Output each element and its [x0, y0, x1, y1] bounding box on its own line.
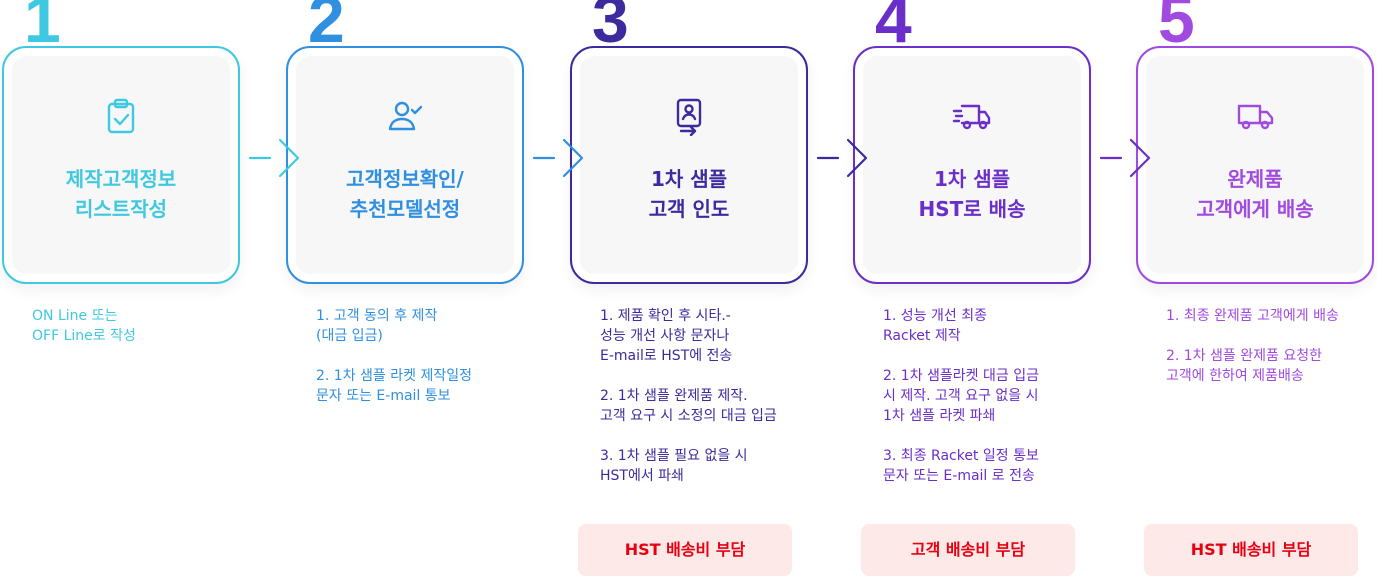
step-notes: ON Line 또는 OFF Line로 작성	[32, 306, 246, 366]
step-note: 1. 제품 확인 후 시타.- 성능 개선 사항 문자나 E-mail로 HST…	[600, 308, 733, 364]
step-note: 1. 최종 완제품 고객에게 배송	[1166, 308, 1339, 324]
step-number: 5	[1158, 0, 1195, 56]
step-title: 완제품 고객에게 배송	[1196, 167, 1314, 221]
flow-arrow-icon	[1097, 136, 1161, 180]
step-note: 2. 1차 샘플 라켓 제작일정 문자 또는 E-mail 통보	[316, 368, 472, 404]
handover-document-icon	[669, 96, 709, 136]
step-card: 1차 샘플 고객 인도	[570, 46, 808, 284]
delivery-truck-icon	[1235, 96, 1275, 136]
step-4: 4 1차 샘플 HST로 배송 1. 성능 개선 최종 Racket 제작 2. 1차…	[853, 0, 1097, 578]
flow-arrow-icon	[246, 136, 310, 180]
step-number: 3	[592, 0, 629, 56]
step-note: 3. 최종 Racket 일정 통보 문자 또는 E-mail 로 전송	[883, 448, 1039, 484]
step-note: 1. 고객 동의 후 제작 (대금 입금)	[316, 308, 438, 344]
step-card: 1차 샘플 HST로 배송	[853, 46, 1091, 284]
flow-arrow-icon	[814, 136, 878, 180]
step-notes: 1. 제품 확인 후 시타.- 성능 개선 사항 문자나 E-mail로 HST…	[600, 306, 814, 506]
step-note: 2. 1차 샘플 완제품 제작. 고객 요구 시 소정의 대금 입금	[600, 388, 777, 424]
shipping-cost-badge: 고객 배송비 부담	[861, 524, 1075, 576]
step-notes: 1. 최종 완제품 고객에게 배송 2. 1차 샘플 완제품 요청한 고객에 한하…	[1166, 306, 1377, 406]
flow-arrow-icon	[530, 136, 594, 180]
step-title: 고객정보확인/ 추천모델선정	[346, 167, 464, 221]
shipping-cost-badge: HST 배송비 부담	[578, 524, 792, 576]
step-card: 고객정보확인/ 추천모델선정	[286, 46, 524, 284]
step-number: 1	[24, 0, 61, 56]
step-2: 2 고객정보확인/ 추천모델선정 1. 고객 동의 후 제작 (대금 입금) 2. 1…	[286, 0, 530, 578]
user-check-icon	[385, 96, 425, 136]
step-note: 2. 1차 샘플라켓 대금 입금 시 제작. 고객 요구 없을 시 1차 샘플 …	[883, 368, 1039, 424]
step-1: 1 제작고객정보 리스트작성 ON Line 또는 OFF Line로 작성	[2, 0, 246, 578]
step-notes: 1. 고객 동의 후 제작 (대금 입금) 2. 1차 샘플 라켓 제작일정 문자…	[316, 306, 530, 426]
step-number: 2	[308, 0, 345, 56]
shipping-cost-badge: HST 배송비 부담	[1144, 524, 1358, 576]
step-note: 3. 1차 샘플 필요 없을 시 HST에서 파쇄	[600, 448, 748, 484]
step-notes: 1. 성능 개선 최종 Racket 제작 2. 1차 샘플라켓 대금 입금 시 …	[883, 306, 1097, 506]
step-note: 2. 1차 샘플 완제품 요청한 고객에 한하여 제품배송	[1166, 348, 1322, 384]
step-card: 완제품 고객에게 배송	[1136, 46, 1374, 284]
step-card: 제작고객정보 리스트작성	[2, 46, 240, 284]
fast-delivery-truck-icon	[952, 96, 992, 136]
clipboard-check-icon	[101, 96, 141, 136]
step-note: 1. 성능 개선 최종 Racket 제작	[883, 308, 987, 344]
step-5: 5 완제품 고객에게 배송 1. 최종 완제품 고객에게 배송 2. 1차 샘플 완제…	[1136, 0, 1377, 578]
step-number: 4	[875, 0, 912, 56]
step-title: 1차 샘플 HST로 배송	[918, 167, 1026, 221]
step-3: 3 1차 샘플 고객 인도 1. 제품 확인 후 시타.- 성능 개선 사항 문자나…	[570, 0, 814, 578]
step-title: 제작고객정보 리스트작성	[65, 167, 177, 221]
step-note: ON Line 또는 OFF Line로 작성	[32, 308, 136, 344]
step-title: 1차 샘플 고객 인도	[648, 167, 730, 221]
